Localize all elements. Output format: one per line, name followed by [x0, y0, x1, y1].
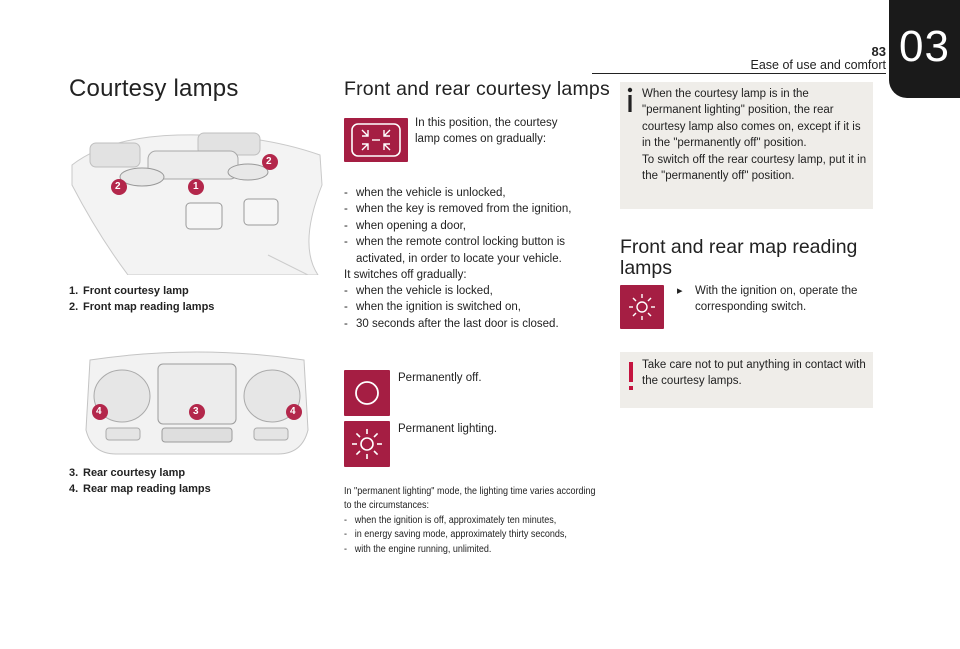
list-item: when opening a door, [344, 218, 594, 235]
legend-item: 3.Rear courtesy lamp [69, 467, 186, 479]
front-lamp-illustration: 2 1 2 [68, 125, 326, 275]
chapter-tab: 03 [889, 0, 960, 98]
map-instruction: ▸ With the ignition on, operate the corr… [677, 285, 858, 314]
permanently-off-label: Permanently off. [398, 372, 482, 384]
warning-box: Take care not to put anything in contact… [620, 352, 873, 408]
callout-4-right: 4 [290, 406, 296, 417]
callout-2-right: 2 [266, 156, 272, 167]
legend-item: 4.Rear map reading lamps [69, 483, 211, 495]
list-item: when the ignition is off, approximately … [344, 514, 601, 529]
list-item: when the ignition is switched on, [344, 299, 594, 316]
front-rear-courtesy-title: Front and rear courtesy lamps [344, 78, 610, 100]
courtesy-intro: In this position, the courtesy lamp come… [415, 117, 558, 146]
header-rule [592, 73, 886, 74]
rear-lamp-legend: 3.Rear courtesy lamp 4.Rear map reading … [69, 465, 211, 497]
rear-lamp-illustration: 4 3 4 [82, 350, 312, 458]
permanent-lighting-note: In "permanent lighting" mode, the lighti… [344, 485, 601, 557]
chapter-number: 03 [899, 22, 950, 71]
door-mode-icon [344, 118, 408, 162]
map-reading-title: Front and rear map reading lamps [620, 236, 858, 279]
callout-1: 1 [193, 181, 199, 192]
permanent-lighting-label: Permanent lighting. [398, 423, 498, 435]
list-item: when the vehicle is unlocked, [344, 185, 594, 202]
callout-4-left: 4 [96, 406, 102, 417]
info-icon [623, 86, 637, 114]
arrow-bullet-icon: ▸ [677, 285, 683, 297]
on-conditions-list: when the vehicle is unlocked, when the k… [344, 185, 594, 267]
callout-3: 3 [193, 406, 199, 417]
off-intro: It switches off gradually: [344, 269, 467, 281]
legend-item: 2.Front map reading lamps [69, 301, 215, 313]
info-text: When the courtesy lamp is in the "perman… [642, 88, 867, 183]
list-item: when the vehicle is locked, [344, 283, 594, 300]
legend-item: 1.Front courtesy lamp [69, 285, 189, 297]
callout-2-left: 2 [115, 181, 121, 192]
list-item: with the engine running, unlimited. [344, 543, 601, 558]
map-lamp-icon [620, 285, 664, 329]
list-item: when the remote control locking button i… [344, 234, 594, 267]
note-intro: In "permanent lighting" mode, the lighti… [344, 486, 596, 512]
courtesy-lamps-title: Courtesy lamps [69, 75, 239, 102]
exclamation-icon [626, 362, 636, 392]
permanent-lighting-icon [344, 421, 390, 467]
list-item: in energy saving mode, approximately thi… [344, 528, 601, 543]
info-box: When the courtesy lamp is in the "perman… [620, 82, 873, 209]
chapter-title: Ease of use and comfort [750, 58, 887, 72]
permanently-off-icon [344, 370, 390, 416]
list-item: 30 seconds after the last door is closed… [344, 316, 594, 333]
list-item: when the key is removed from the ignitio… [344, 201, 594, 218]
page-number: 83 [871, 44, 886, 59]
warning-text: Take care not to put anything in contact… [642, 359, 866, 388]
front-lamp-legend: 1.Front courtesy lamp 2.Front map readin… [69, 283, 214, 315]
off-conditions-list: when the vehicle is locked, when the ign… [344, 283, 594, 333]
